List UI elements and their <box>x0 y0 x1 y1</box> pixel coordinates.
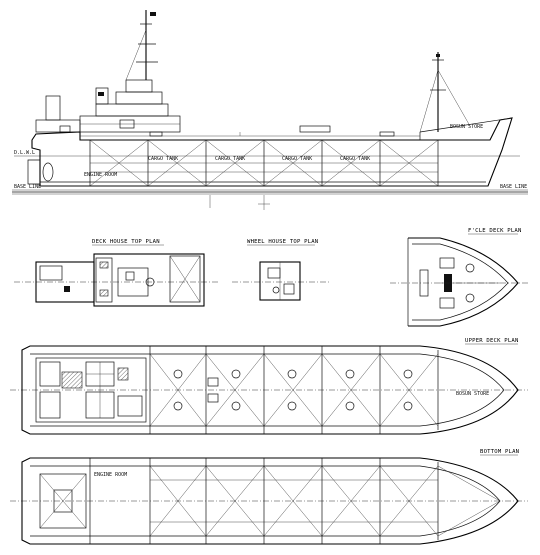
rudder <box>27 159 40 185</box>
main-engine <box>53 489 73 513</box>
wheel-house-top-title: WHEEL HOUSE TOP PLAN <box>247 239 318 245</box>
bottom-plan: BOTTOM PLAN ENGINE ROOM <box>10 449 528 545</box>
accommodation-block <box>35 357 147 423</box>
cargo-tank-label-3: CARGO TANK <box>282 156 312 162</box>
engine-room-label-profile: ENGINE ROOM <box>84 172 117 178</box>
upper-deck-plan: UPPER DECK PLAN <box>10 338 528 435</box>
propeller <box>42 162 54 182</box>
forward-mast <box>419 52 471 133</box>
waterline-label: D.L.W.L <box>14 150 35 156</box>
fcle-deck-plan: F'CLE DECK PLAN <box>390 228 528 327</box>
engine-room-label-bottom: ENGINE ROOM <box>94 472 127 478</box>
upper-deck-title: UPPER DECK PLAN <box>465 338 519 344</box>
bottom-plan-title: BOTTOM PLAN <box>480 449 519 455</box>
cargo-tank-label-2: CARGO TANK <box>215 156 245 162</box>
cargo-pump-house <box>299 125 331 133</box>
base-line-label-fwd: BASE LINE <box>500 184 527 190</box>
bosun-store-label-plan: BOSUN STORE <box>456 391 489 397</box>
profile-view: BASE LINE BASE LINE D.L.W.L <box>12 10 528 210</box>
funnel <box>95 87 109 105</box>
deck-house-top-title: DECK HOUSE TOP PLAN <box>92 239 160 245</box>
base-line-label: BASE LINE <box>14 184 41 190</box>
cargo-tank-label-1: CARGO TANK <box>148 156 178 162</box>
deck-house-top-plan: DECK HOUSE TOP PLAN <box>14 239 218 307</box>
fcle-deck-title: F'CLE DECK PLAN <box>468 228 522 234</box>
bosun-store-label-profile: BOSUN STORE <box>450 124 483 130</box>
aft-superstructure <box>35 10 181 133</box>
profile-tank-truss <box>89 139 439 187</box>
cargo-tank-label-4: CARGO TANK <box>340 156 370 162</box>
wheel-house-top-plan: WHEEL HOUSE TOP PLAN <box>232 239 330 301</box>
